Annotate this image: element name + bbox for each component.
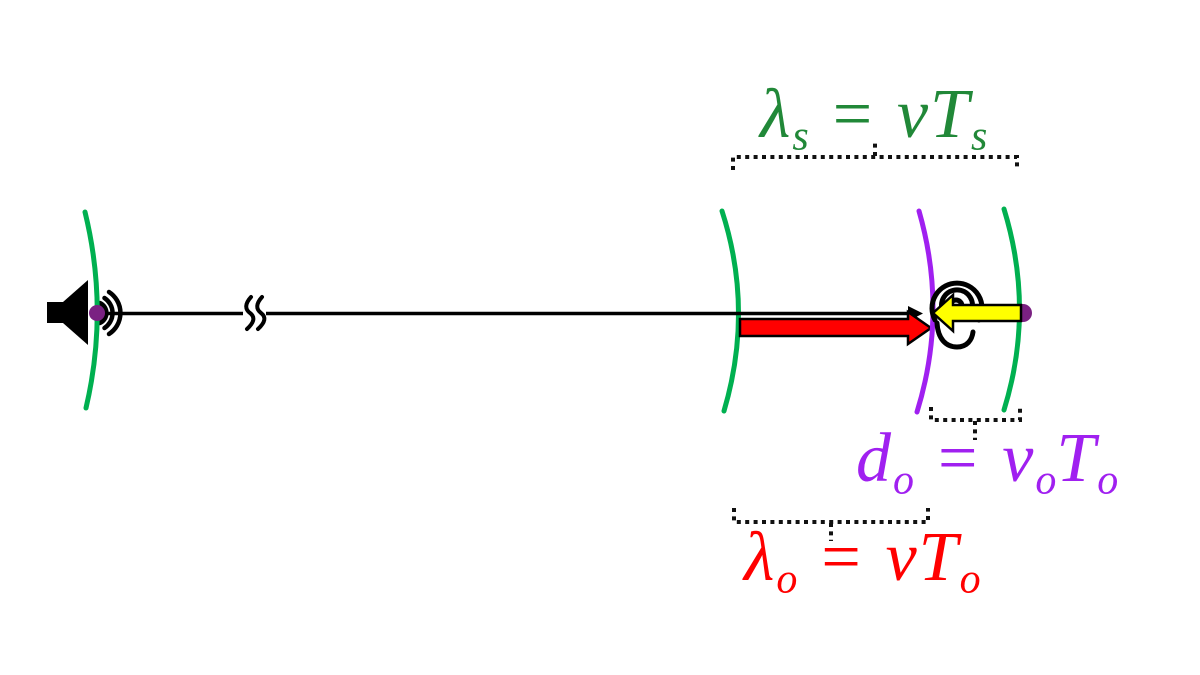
red-wavelength-arrow [738,309,934,347]
equation-segment: v [1002,420,1036,497]
equation-segment: = [797,519,886,596]
observed-wavelength-equation: λo = vTo [744,523,981,601]
equation-segment: = [808,76,897,153]
equation-subscript: o [1097,457,1119,504]
bracket-lambda-o [732,508,930,541]
equation-segment: T [930,76,971,153]
speaker-cone [63,280,88,345]
yellow-observer-arrow [931,292,1023,334]
equation-segment: v [896,76,931,153]
break-squiggle-2 [255,295,267,331]
equation-subscript: o [1035,457,1057,504]
line-break-mark [244,295,267,331]
equation-subscript: o [776,556,798,603]
equation-segment: λ [744,519,777,596]
equation-subscript: s [792,113,809,160]
equation-segment: T [1056,420,1098,497]
break-squiggle-1 [244,295,256,331]
measurement-brackets [731,143,1022,541]
bracket-d-o [929,407,1022,440]
equation-segment: T [918,519,960,596]
source-wavelength-equation: λs = vTs [760,80,987,158]
equation-segment: λ [760,76,793,153]
ear-lobe-hook [934,320,976,350]
source-marker-dot [89,305,105,321]
equation-subscript: o [893,457,914,504]
equation-subscript: s [970,113,988,160]
equation-segment: v [885,519,919,596]
equation-subscript: o [959,556,981,603]
speaker-body [47,302,63,323]
propagation-line [105,295,923,331]
observer-shift-equation: do = voTo [856,424,1118,502]
wavefront-arc-previous [719,208,741,414]
wavefront-arcs-green [82,206,1022,414]
equation-segment: d [856,420,893,497]
equation-segment: = [914,420,1003,497]
bracket-lambda-s [731,143,1019,170]
